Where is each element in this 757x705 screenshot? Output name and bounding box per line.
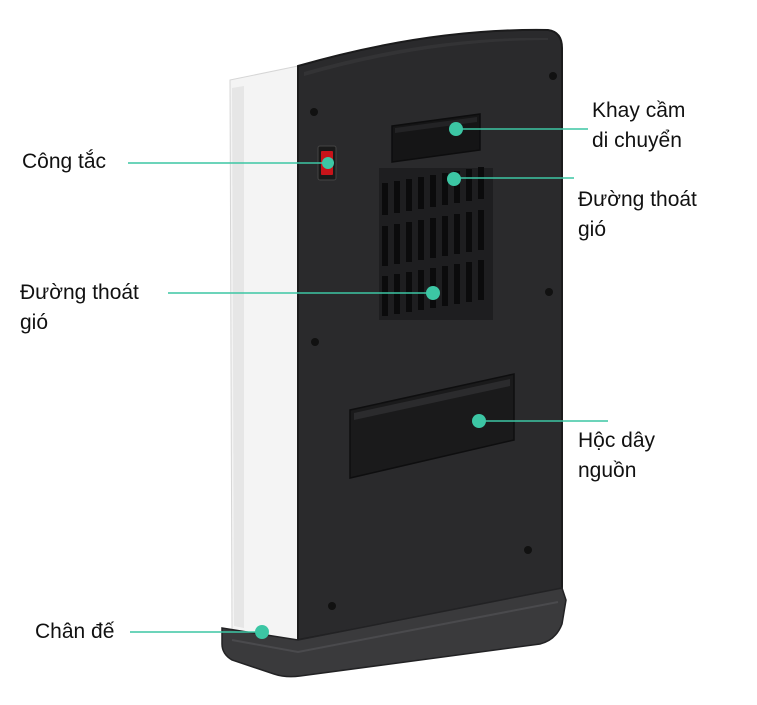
callout-label-vent-right: Đường thoát gió	[578, 185, 697, 245]
callout-dot-vent-right	[447, 172, 461, 186]
heater-base	[221, 587, 567, 678]
callout-label-line: di chuyển	[592, 129, 682, 152]
callout-dot-handle	[449, 122, 463, 136]
cord-storage-box	[349, 373, 515, 479]
callout-label-line: nguồn	[578, 459, 637, 482]
callout-label-vent-left: Đường thoát gió	[20, 278, 139, 338]
callout-label-line: gió	[578, 218, 607, 241]
heater-back-panel	[297, 28, 563, 642]
callout-label-line: Hộc dây	[578, 429, 656, 452]
callout-dot-switch	[322, 157, 334, 169]
callout-dot-cord	[472, 414, 486, 428]
callout-label-line: Khay cầm	[592, 99, 686, 122]
callout-label-line: gió	[20, 311, 49, 334]
callout-label-cord-box: Hộc dây nguồn	[578, 426, 655, 486]
callout-label-handle: Khay cầm di chuyển	[592, 96, 685, 156]
callout-label-switch: Công tắc	[22, 147, 106, 177]
callout-dot-vent-left	[426, 286, 440, 300]
callout-label-line: Công tắc	[22, 150, 107, 173]
callout-label-line: Chân đế	[35, 620, 115, 643]
callout-label-line: Đường thoát	[578, 188, 697, 211]
callout-label-base: Chân đế	[35, 617, 114, 647]
callout-dot-base	[255, 625, 269, 639]
callout-label-line: Đường thoát	[20, 281, 139, 304]
